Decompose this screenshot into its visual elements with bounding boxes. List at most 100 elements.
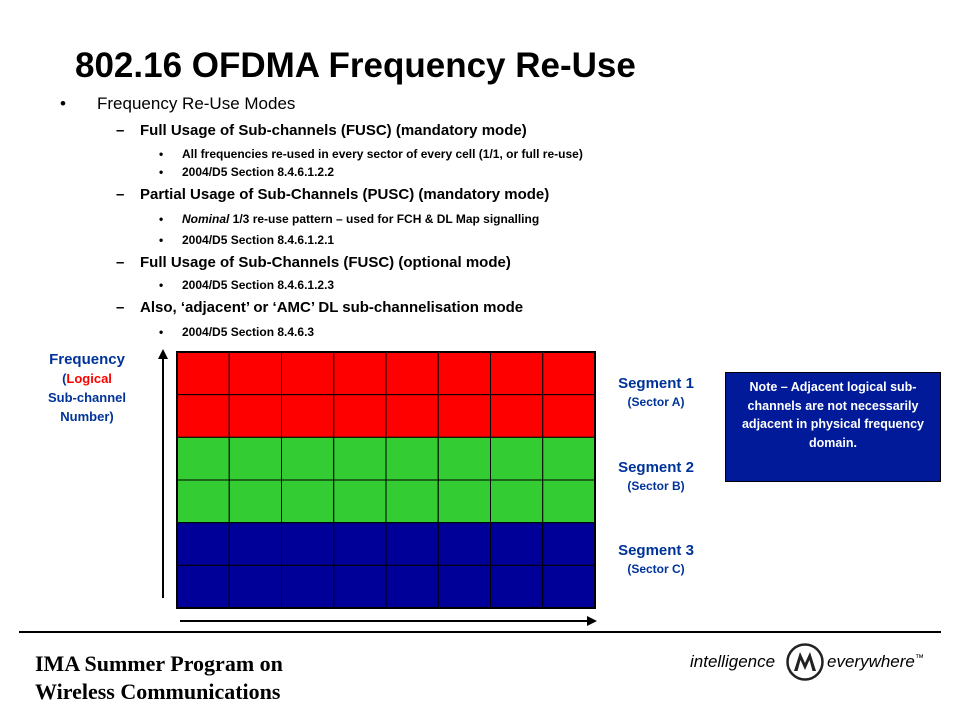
grid-cell	[437, 564, 491, 609]
bullet-marker: •	[159, 325, 164, 339]
slide-title: 802.16 OFDMA Frequency Re-Use	[75, 46, 636, 85]
bullet-text: Also, ‘adjacent’ or ‘AMC’ DL sub-channel…	[140, 299, 524, 316]
grid-cell	[281, 436, 335, 481]
dash-marker: –	[116, 122, 125, 139]
bullet-text: 2004/D5 Section 8.4.6.1.2.1	[182, 233, 335, 247]
footer-text: IMA Summer Program on Wireless Communica…	[35, 650, 283, 706]
grid-cell	[490, 564, 544, 609]
bullet-text: All frequencies re-used in every sector …	[182, 147, 583, 161]
grid-cell	[490, 436, 544, 481]
grid-cell	[228, 522, 282, 566]
grid-cell	[385, 479, 439, 524]
brand-word-right-text: everywhere	[827, 652, 915, 671]
grid-cell	[281, 479, 335, 524]
dash-marker: –	[116, 299, 125, 316]
brand-logo: intelligence everywhere™	[690, 643, 925, 683]
bullet-marker: •	[159, 278, 164, 292]
brand-word-left: intelligence	[690, 652, 776, 671]
grid-cell	[437, 479, 491, 524]
grid-cell	[176, 522, 230, 566]
segment-label-3: Segment 3 (Sector C)	[604, 541, 708, 578]
grid-cell	[281, 522, 335, 566]
bullet-text: 2004/D5 Section 8.4.6.3	[182, 325, 315, 339]
footer-line1: IMA Summer Program on	[35, 651, 283, 676]
segment-label-2: Segment 2 (Sector B)	[604, 458, 708, 495]
bullet-text: 2004/D5 Section 8.4.6.1.2.2	[182, 165, 335, 179]
frequency-label-line1: Frequency	[49, 351, 125, 368]
brand-word-right: everywhere™	[827, 652, 924, 672]
grid-cell	[176, 564, 230, 609]
grid-cell	[281, 394, 335, 438]
grid-cell	[333, 522, 387, 566]
bullet-text: Nominal 1/3 re-use pattern – used for FC…	[182, 212, 539, 226]
grid-cell	[385, 522, 439, 566]
grid-cell	[542, 394, 596, 438]
dash-marker: –	[116, 254, 125, 271]
bullet-marker: •	[60, 94, 66, 113]
grid-border	[176, 351, 596, 609]
footer-divider	[19, 631, 941, 633]
grid-cell	[176, 351, 230, 396]
bullet-text: Full Usage of Sub-Channels (FUSC) (optio…	[140, 254, 511, 271]
frequency-label-line3: Sub-channel	[47, 390, 126, 405]
grid-cell	[176, 436, 230, 481]
grid-cell	[333, 394, 387, 438]
grid-cell	[228, 394, 282, 438]
grid-cell	[542, 522, 596, 566]
grid-cell	[228, 436, 282, 481]
segment-name: Segment 3	[618, 542, 694, 559]
bullet-marker: •	[159, 212, 164, 226]
grid-cell	[385, 394, 439, 438]
grid-cell	[437, 351, 491, 396]
grid-cell	[385, 351, 439, 396]
dash-marker: –	[116, 186, 125, 203]
grid-cells	[176, 351, 596, 609]
grid-cell	[437, 522, 491, 566]
grid-cell	[333, 479, 387, 524]
grid-cell	[437, 436, 491, 481]
bullet-text: Full Usage of Sub-channels (FUSC) (manda…	[140, 122, 527, 139]
grid-cell	[281, 351, 335, 396]
grid-cell	[542, 436, 596, 481]
segment-sector: (Sector C)	[627, 562, 685, 576]
grid-cell	[281, 564, 335, 609]
grid-cell	[228, 351, 282, 396]
frequency-label-line4: Number)	[60, 409, 114, 424]
segment-name: Segment 1	[618, 375, 694, 392]
bullet-marker: •	[159, 233, 164, 247]
grid-cell	[490, 351, 544, 396]
logical-word: Logical	[66, 371, 112, 386]
frequency-axis-label: Frequency (Logical Sub-channel Number)	[22, 350, 152, 426]
trademark-symbol: ™	[914, 652, 924, 663]
bullet-text: Frequency Re-Use Modes	[97, 94, 296, 113]
segment-label-1: Segment 1 (Sector A)	[604, 374, 708, 411]
segment-name: Segment 2	[618, 459, 694, 476]
grid-cell	[176, 394, 230, 438]
grid-cell	[437, 394, 491, 438]
bullet-marker: •	[159, 147, 164, 161]
grid-cell	[228, 479, 282, 524]
footer-line2: Wireless Communications	[35, 679, 281, 704]
grid-cell	[490, 522, 544, 566]
bullet-text-rest: 1/3 re-use pattern – used for FCH & DL M…	[229, 212, 540, 226]
segment-sector: (Sector A)	[627, 395, 685, 409]
motorola-logo-icon	[786, 643, 824, 681]
grid-cell	[542, 479, 596, 524]
note-box: Note – Adjacent logical sub-channels are…	[725, 372, 941, 482]
grid-cell	[542, 564, 596, 609]
grid-cell	[228, 564, 282, 609]
grid-cell	[490, 394, 544, 438]
grid-cell	[333, 351, 387, 396]
grid-cell	[176, 479, 230, 524]
grid-cell	[542, 351, 596, 396]
bullet-text: 2004/D5 Section 8.4.6.1.2.3	[182, 278, 335, 292]
emphasis-text: Nominal	[182, 212, 230, 226]
bullet-text: Partial Usage of Sub-Channels (PUSC) (ma…	[140, 186, 550, 203]
bullet-marker: •	[159, 165, 164, 179]
grid-cell	[333, 436, 387, 481]
grid-cell	[385, 436, 439, 481]
grid-cell	[490, 479, 544, 524]
grid-cell	[333, 564, 387, 609]
frequency-label-line2: (Logical	[22, 369, 152, 388]
